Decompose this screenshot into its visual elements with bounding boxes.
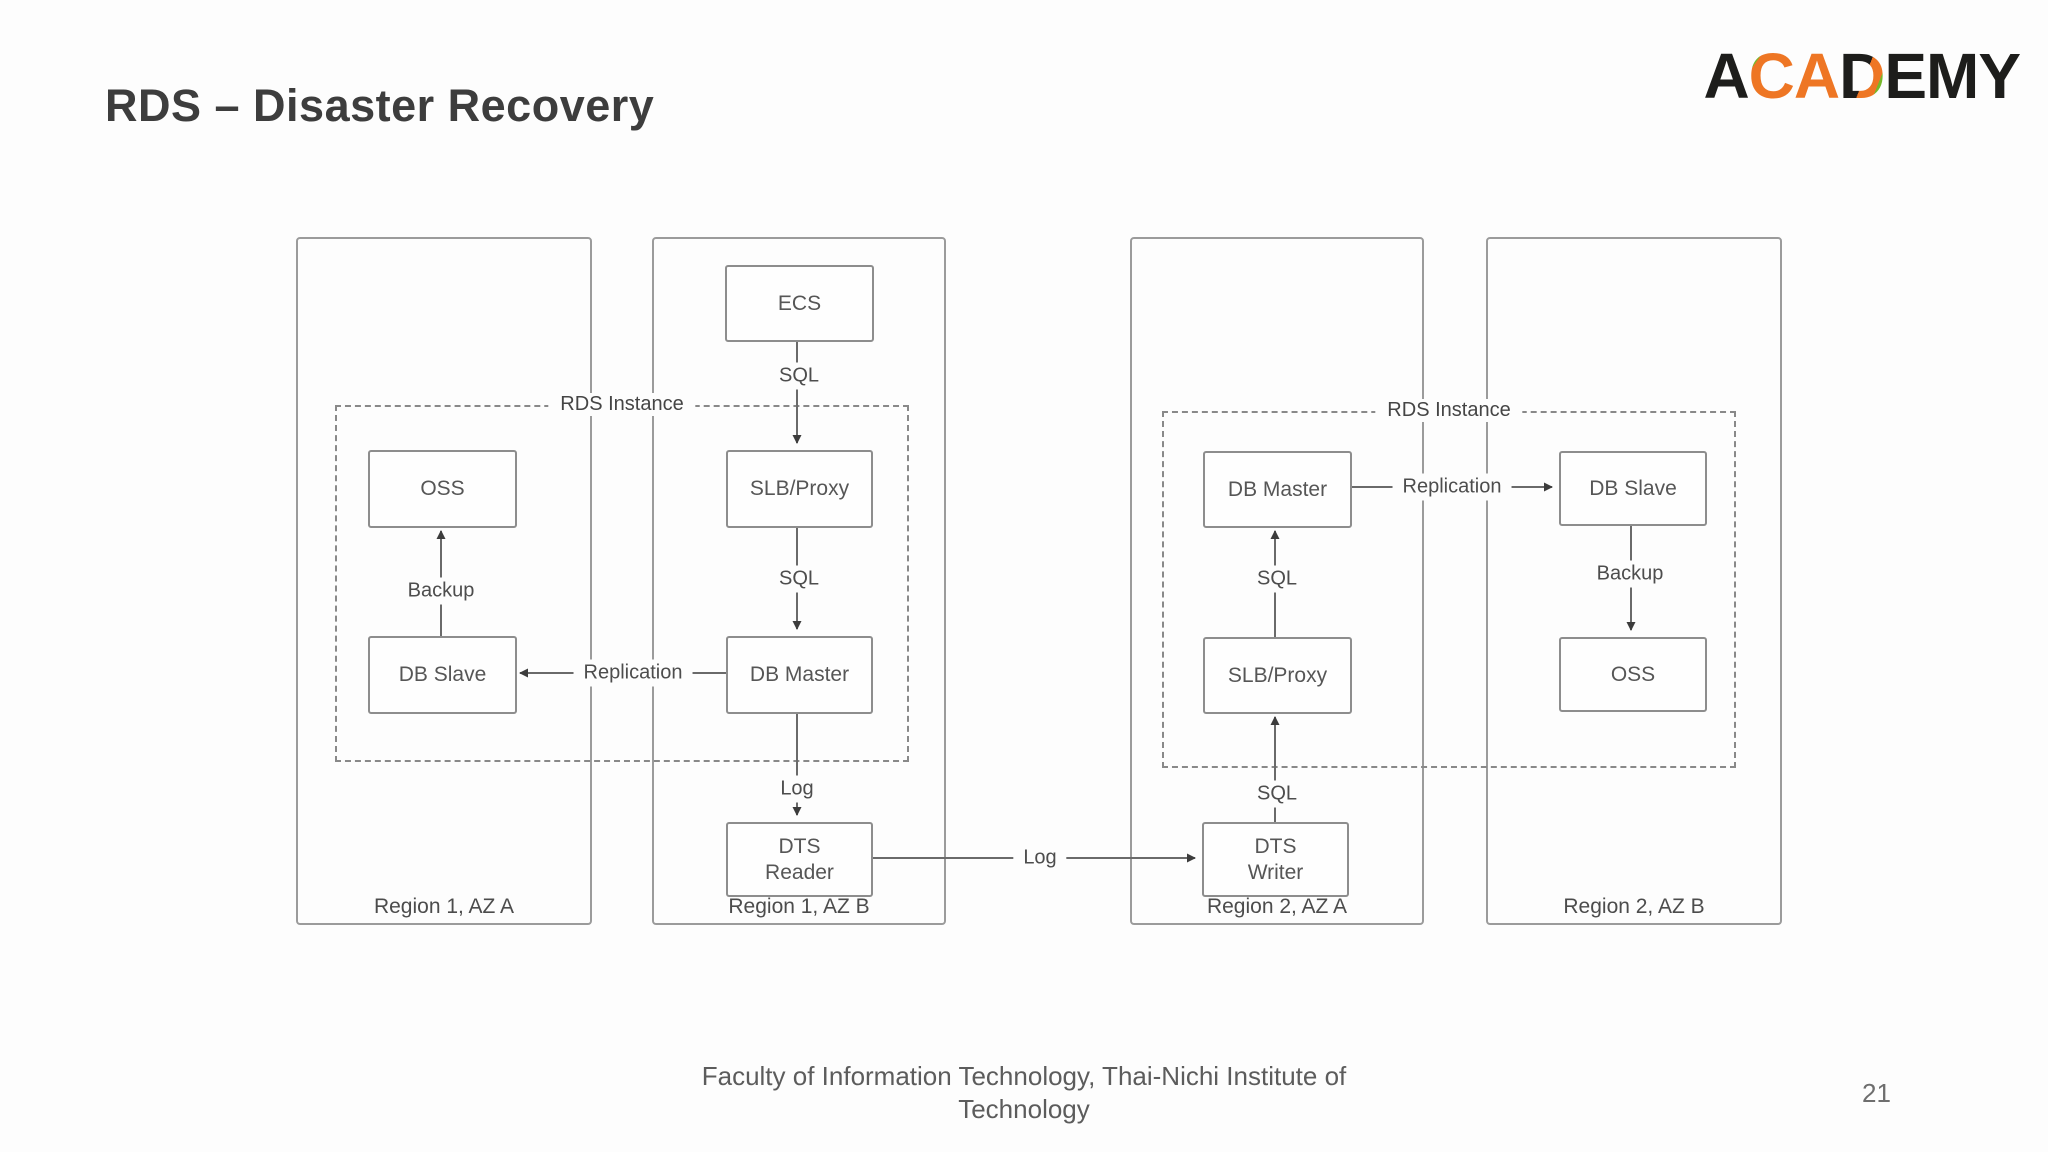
logo-letter: E — [1884, 40, 1927, 112]
node-slb-proxy-r1: SLB/Proxy — [726, 450, 873, 528]
edge-label-log-master-reader: Log — [770, 775, 824, 803]
logo-letter: C — [1748, 40, 1795, 112]
academy-logo: A C A D E M Y — [1703, 40, 2021, 112]
node-db-slave-r1: DB Slave — [368, 636, 517, 714]
edge-label-sql-slb-master-r1: SQL — [768, 565, 830, 593]
logo-letter: Y — [1978, 40, 2021, 112]
node-db-master-r2: DB Master — [1203, 451, 1352, 528]
node-dts-writer: DTS Writer — [1202, 822, 1349, 897]
region-box-r2-azb: Region 2, AZ B — [1486, 237, 1782, 925]
node-db-master-r1: DB Master — [726, 636, 873, 714]
node-oss-r1: OSS — [368, 450, 517, 528]
edge-label-sql-slb-master-r2: SQL — [1246, 565, 1308, 593]
rds-instance-group-2: RDS Instance — [1162, 399, 1736, 768]
rds-instance-group-1: RDS Instance — [335, 393, 909, 762]
edge-label-log-reader-writer: Log — [1013, 844, 1067, 872]
edge-label-sql-writer-slb-r2: SQL — [1246, 780, 1308, 808]
rds-instance-label: RDS Instance — [548, 393, 696, 416]
page-number: 21 — [1862, 1078, 1891, 1108]
node-oss-r2: OSS — [1559, 637, 1707, 712]
edge-label-sql-ecs-slb: SQL — [768, 362, 830, 390]
logo-letter: A — [1703, 40, 1749, 112]
region-label: Region 2, AZ B — [1563, 895, 1705, 918]
edge-label-replication-r1: Replication — [573, 659, 693, 687]
footer-text: Faculty of Information Technology, Thai-… — [701, 1061, 1347, 1124]
node-dts-reader: DTS Reader — [726, 822, 873, 897]
region-label: Region 2, AZ A — [1206, 895, 1348, 918]
page-title: RDS – Disaster Recovery — [105, 80, 655, 131]
logo-letter: D — [1839, 40, 1885, 112]
node-db-slave-r2: DB Slave — [1559, 451, 1707, 526]
region-label: Region 1, AZ A — [373, 895, 515, 918]
node-slb-proxy-r2: SLB/Proxy — [1203, 637, 1352, 714]
edge-label-backup-r1: Backup — [397, 577, 485, 605]
region-box-r1-aza: Region 1, AZ A — [296, 237, 592, 925]
rds-instance-label: RDS Instance — [1375, 399, 1523, 422]
edge-label-backup-r2: Backup — [1586, 560, 1674, 588]
region-box-r2-aza: Region 2, AZ A — [1130, 237, 1424, 925]
region-label: Region 1, AZ B — [728, 895, 870, 918]
logo-letter: M — [1926, 40, 1979, 112]
region-box-r1-azb: Region 1, AZ B — [652, 237, 946, 925]
logo-letter: A — [1793, 40, 1840, 112]
edge-label-replication-r2: Replication — [1392, 473, 1512, 501]
node-ecs: ECS — [725, 265, 874, 342]
